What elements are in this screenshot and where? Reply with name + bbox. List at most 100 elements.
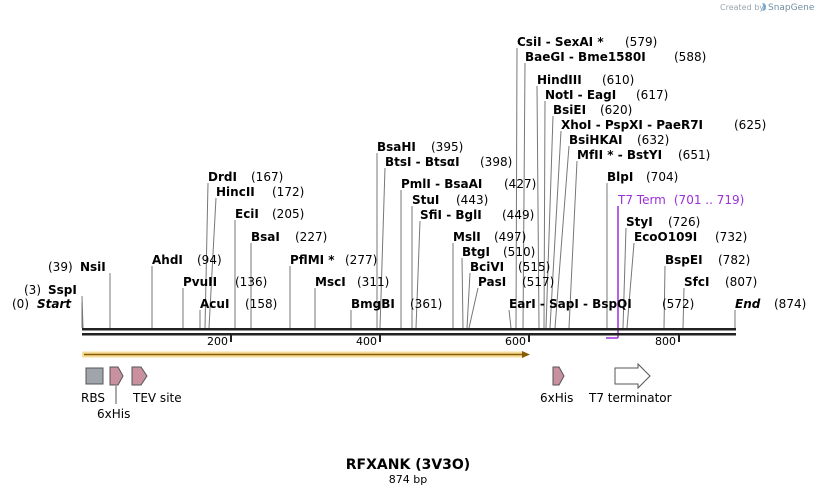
- site-pos: (0): [12, 297, 29, 311]
- site-name: XhoI - PspXI - PaeR7I: [561, 118, 703, 132]
- site-pos: (277): [345, 253, 377, 267]
- site-name: BlpI: [607, 170, 633, 184]
- ruler-tick-label: 200: [207, 335, 228, 348]
- site-pos: (361): [410, 297, 442, 311]
- feature-label: RBS: [81, 391, 105, 405]
- 6xhis-feature-icon: [109, 366, 124, 386]
- site-name: PflMI *: [290, 253, 335, 267]
- site-name: BmgBI: [351, 297, 395, 311]
- t7-term-label: T7 Term(701 .. 719): [617, 193, 744, 207]
- site-name: HincII: [216, 185, 255, 199]
- site-pos: (136): [235, 275, 267, 289]
- site-pos: (632): [637, 133, 669, 147]
- site-pos: (443): [456, 193, 488, 207]
- site-name: BsiHKAI: [569, 133, 623, 147]
- snapgene-logo-icon: [762, 3, 766, 11]
- site-pos: (874): [774, 297, 806, 311]
- site-leader-lines: [81, 47, 736, 329]
- site-name: EciI: [235, 207, 259, 221]
- site-name: MscI: [315, 275, 346, 289]
- feature-label: T7 terminator: [588, 391, 672, 405]
- site-name: BtsI - BtsαI: [385, 155, 460, 169]
- site-name: CsiI - SexAI *: [517, 35, 604, 49]
- site-pos: (227): [295, 230, 327, 244]
- map-title: RFXANK (3V3O): [346, 457, 470, 473]
- ruler-tick-label: 800: [655, 335, 676, 348]
- site-pos: (517): [522, 275, 554, 289]
- site-pos: (726): [668, 215, 700, 229]
- site-name: BciVI: [470, 260, 504, 274]
- site-pos: (617): [636, 88, 668, 102]
- ruler-tick-label: 400: [356, 335, 377, 348]
- site-name: DrdI: [208, 170, 237, 184]
- site-name: BsaI: [251, 230, 280, 244]
- site-pos: (625): [734, 118, 766, 132]
- site-pos: (311): [357, 275, 389, 289]
- site-name: EarI - SapI - BspQI: [509, 297, 632, 311]
- ruler-tick-label: 600: [505, 335, 526, 348]
- t7-term-bracket: [606, 206, 619, 339]
- site-pos: (588): [674, 50, 706, 64]
- site-name: AhdI: [152, 253, 183, 267]
- credit-brand: SnapGene: [768, 3, 815, 13]
- site-pos: (572): [662, 297, 694, 311]
- site-pos: (94): [197, 253, 222, 267]
- feature-label: 6xHis: [97, 407, 130, 421]
- ruler: 200 400 600 800: [207, 335, 680, 348]
- site-name: PvuII: [183, 275, 217, 289]
- credit-prefix: Created by: [720, 3, 764, 12]
- map-subtitle: 874 bp: [389, 473, 427, 486]
- site-name: End: [735, 297, 761, 311]
- site-pos: (732): [715, 230, 747, 244]
- features: RBS 6xHis TEV site 6xHis T7 terminator: [81, 362, 672, 421]
- site-name: MslI: [453, 230, 481, 244]
- site-pos: (398): [480, 155, 512, 169]
- site-name: Start: [37, 297, 72, 311]
- site-name: SspI: [48, 283, 77, 297]
- site-pos: (158): [245, 297, 277, 311]
- site-name: SfiI - BglI: [420, 208, 482, 222]
- site-name: BsiEI: [553, 103, 586, 117]
- site-name: BaeGI - Bme1580I: [525, 50, 646, 64]
- site-pos: (427): [504, 177, 536, 191]
- site-pos: (620): [600, 103, 632, 117]
- dna-backbone: [82, 328, 736, 336]
- site-name: StuI: [412, 193, 439, 207]
- site-pos: (449): [502, 208, 534, 222]
- site-pos: (510): [503, 245, 535, 259]
- t7-terminator-feature-icon: [614, 362, 651, 390]
- site-pos: (610): [602, 73, 634, 87]
- rbs-feature-icon: [85, 367, 104, 385]
- site-name: NsiI: [80, 260, 106, 274]
- site-labels: (0) Start (3) SspI (39) NsiI AhdI (94) P…: [12, 35, 806, 311]
- feature-label: 6xHis: [540, 391, 573, 405]
- orf-arrow: [82, 351, 530, 358]
- site-name: MfII * - BstYI: [577, 148, 662, 162]
- site-pos: (3): [24, 283, 41, 297]
- tev-site-feature-icon: [131, 366, 148, 386]
- site-pos: (579): [625, 35, 657, 49]
- site-pos: (782): [718, 253, 750, 267]
- site-name: BtgI: [462, 245, 490, 259]
- site-pos: (395): [431, 140, 463, 154]
- feature-label: TEV site: [132, 391, 182, 405]
- site-name: BspEI: [665, 253, 703, 267]
- site-pos: (807): [725, 275, 757, 289]
- site-name: PasI: [478, 275, 506, 289]
- site-pos: (167): [251, 170, 283, 184]
- site-name: NotI - EagI: [545, 88, 616, 102]
- site-pos: (497): [494, 230, 526, 244]
- site-pos: (704): [646, 170, 678, 184]
- site-name: AcuI: [200, 297, 229, 311]
- site-name: BsaHI: [377, 140, 416, 154]
- site-pos: (172): [272, 185, 304, 199]
- site-name: StyI: [626, 215, 653, 229]
- 6xhis-feature-icon: [552, 366, 565, 386]
- site-pos: (515): [518, 260, 550, 274]
- site-name: SfcI: [684, 275, 709, 289]
- site-name: HindIII: [537, 73, 582, 87]
- site-pos: (205): [272, 207, 304, 221]
- site-pos: (651): [678, 148, 710, 162]
- site-name: EcoO109I: [634, 230, 697, 244]
